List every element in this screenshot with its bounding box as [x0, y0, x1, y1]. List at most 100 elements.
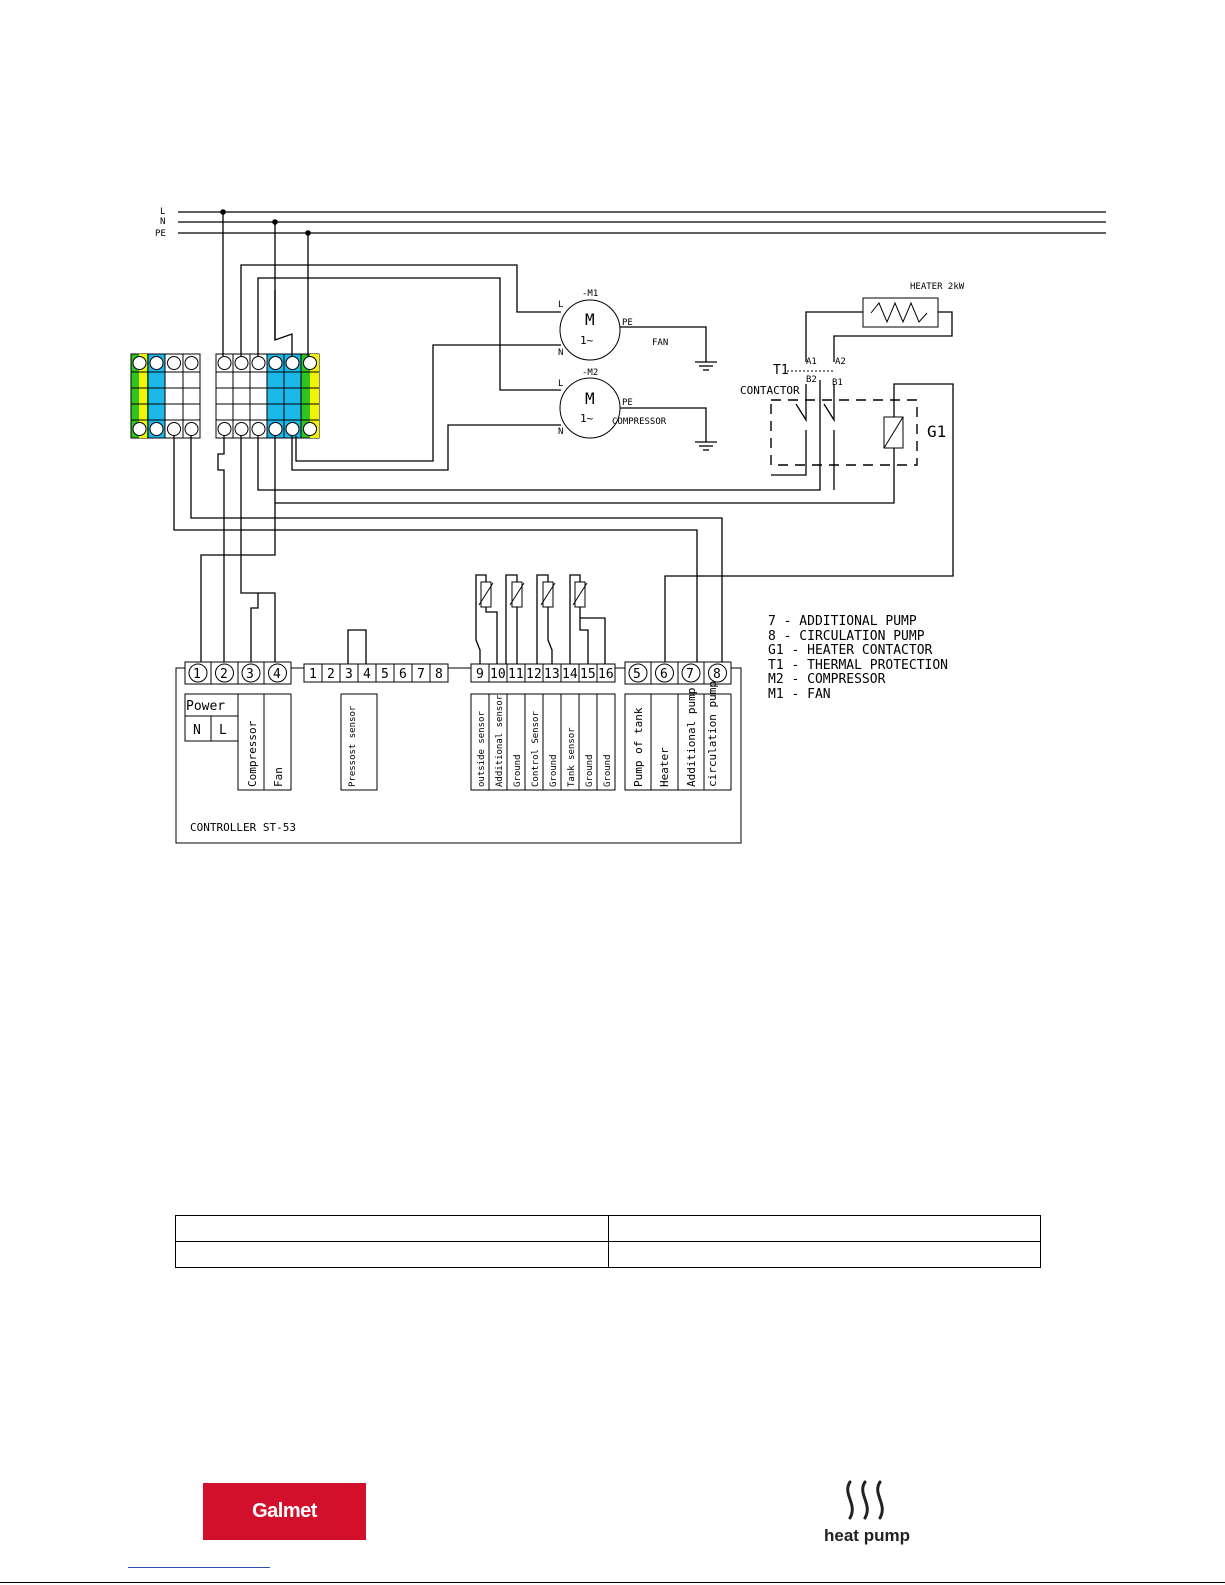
sensor-label-ground-4: Ground	[603, 754, 613, 787]
power-terminal-1: 1	[193, 667, 201, 682]
sensor-a-terminal-5: 5	[381, 667, 389, 682]
fan-terminal-label: Fan	[272, 767, 285, 787]
contactor-label: CONTACTOR	[740, 384, 800, 397]
legend-item-3: G1 - HEATER CONTACTOR	[768, 643, 933, 658]
legend-item-1: 7 - ADDITIONAL PUMP	[768, 614, 917, 629]
upper-wiring	[173, 212, 895, 668]
compressor-motor: M 1~ -M2 L N PE COMPRESSOR	[558, 368, 717, 451]
sensor-b-terminal-11: 11	[508, 667, 524, 682]
sensor-b-terminal-10: 10	[490, 667, 506, 682]
fan-motor-pe: PE	[622, 318, 633, 328]
sensor-b-terminal-13: 13	[544, 667, 560, 682]
contactor-b2: B2	[806, 375, 817, 385]
legend-item-2: 8 - CIRCULATION PUMP	[768, 629, 925, 644]
bus-label-n: N	[160, 217, 165, 227]
controller-st53: CONTROLLER ST-53 1 2 3 4 Power N L Compr…	[175, 661, 742, 844]
sensor-label-additional: Additional sensor	[495, 694, 505, 787]
sensor-a-terminal-8: 8	[435, 667, 443, 682]
output-terminal-6: 6	[660, 667, 668, 682]
power-terminal-strip: 1 2 3 4	[184, 661, 292, 685]
sensor-thermistors	[475, 574, 606, 668]
output-label-heater: Heater	[658, 747, 671, 787]
output-terminal-5: 5	[633, 667, 641, 682]
galmet-logo: Galmet	[203, 1483, 366, 1540]
power-label: Power	[186, 699, 225, 714]
output-label-boxes: Pump of tank Heater Additional pump circ…	[624, 681, 732, 791]
galmet-logo-text: Galmet	[252, 1500, 317, 1522]
heat-pump-logo: heat pump	[812, 1478, 922, 1553]
table-row	[175, 1215, 1041, 1242]
contactor-a1: A1	[806, 357, 817, 367]
sensor-a-terminal-1: 1	[309, 667, 317, 682]
heat-pump-logo-text: heat pump	[824, 1526, 910, 1545]
sensor-label-control: Control Sensor	[531, 711, 541, 787]
compressor-motor-symbol: M	[585, 389, 595, 408]
sensor-label-ground-1: Ground	[513, 754, 523, 787]
sensor-label-ground-3: Ground	[585, 754, 595, 787]
legend-item-4: T1 - THERMAL PROTECTION	[768, 658, 948, 673]
fan-motor: M 1~ -M1 L N PE FAN	[558, 289, 717, 371]
sensor-b-terminal-12: 12	[526, 667, 542, 682]
output-terminal-8: 8	[713, 667, 721, 682]
output-terminal-strip: 5 6 7 8	[624, 661, 732, 685]
sensor-b-terminal-14: 14	[562, 667, 578, 682]
power-l-label: L	[219, 723, 227, 738]
footer-link-underline[interactable]	[128, 1567, 270, 1568]
legend: 7 - ADDITIONAL PUMP 8 - CIRCULATION PUMP…	[768, 614, 948, 702]
fan-motor-name: FAN	[652, 338, 668, 348]
sensor-label-tank: Tank sensor	[567, 727, 577, 787]
sensor-a-terminal-3: 3	[345, 667, 353, 682]
terminal-block-left	[130, 353, 201, 439]
bus-label-pe: PE	[155, 229, 166, 239]
sensor-a-terminal-2: 2	[327, 667, 335, 682]
controller-title: CONTROLLER ST-53	[190, 821, 296, 834]
compressor-terminal-label: Compressor	[246, 720, 259, 787]
compressor-motor-n: N	[558, 427, 563, 437]
compressor-motor-l: L	[558, 379, 563, 389]
fan-motor-l: L	[558, 300, 563, 310]
compressor-motor-name: COMPRESSOR	[612, 417, 667, 427]
compressor-motor-pe: PE	[622, 398, 633, 408]
contactor-a2: A2	[835, 357, 846, 367]
legend-item-5: M2 - COMPRESSOR	[768, 672, 886, 687]
power-terminal-2: 2	[220, 667, 228, 682]
output-terminal-7: 7	[686, 667, 694, 682]
signature-table	[175, 1215, 1041, 1268]
output-label-circulation-pump: circulation pump	[706, 681, 719, 787]
terminal-block-right	[215, 353, 320, 439]
output-label-pump-of-tank: Pump of tank	[632, 707, 645, 787]
output-label-additional-pump: Additional pump	[685, 688, 698, 787]
table-cell	[175, 1215, 609, 1242]
footer-rule	[0, 1582, 1225, 1583]
sensor-label-boxes: outside sensor Additional sensor Ground …	[470, 693, 616, 791]
table-cell	[607, 1241, 1041, 1268]
sensor-b-terminal-16: 16	[598, 667, 614, 682]
sensor-b-terminal-9: 9	[476, 667, 484, 682]
power-bus: L N PE	[155, 207, 1106, 239]
contactor-t1: T1	[773, 363, 789, 378]
sensor-a-terminal-6: 6	[399, 667, 407, 682]
table-cell	[607, 1215, 1041, 1242]
contactor-g1: G1	[927, 422, 946, 441]
compressor-motor-id: -M2	[582, 368, 598, 378]
legend-item-6: M1 - FAN	[768, 687, 831, 702]
fan-motor-symbol: M	[585, 310, 595, 329]
sensor-a-terminal-7: 7	[417, 667, 425, 682]
sensor-a-terminal-4: 4	[363, 667, 371, 682]
contactor-b1: B1	[832, 378, 843, 388]
fan-motor-id: -M1	[582, 289, 598, 299]
compressor-motor-phase: 1~	[580, 412, 594, 425]
table-row	[175, 1241, 1041, 1268]
power-n-label: N	[193, 723, 201, 738]
bus-label-l: L	[160, 207, 165, 217]
power-terminal-4: 4	[273, 667, 281, 682]
sensor-b-terminal-15: 15	[580, 667, 596, 682]
sensor-label-outside: outside sensor	[477, 711, 487, 787]
power-terminal-3: 3	[246, 667, 254, 682]
sensor-terminal-strip-b: 9 10 11 12 13 14 15 16	[470, 663, 616, 683]
pressostat-label: Pressost sensor	[348, 705, 358, 787]
fan-motor-phase: 1~	[580, 334, 594, 347]
sensor-terminal-strip-a: 1 2 3 4 5 6 7 8	[303, 663, 449, 683]
table-cell	[175, 1241, 609, 1268]
